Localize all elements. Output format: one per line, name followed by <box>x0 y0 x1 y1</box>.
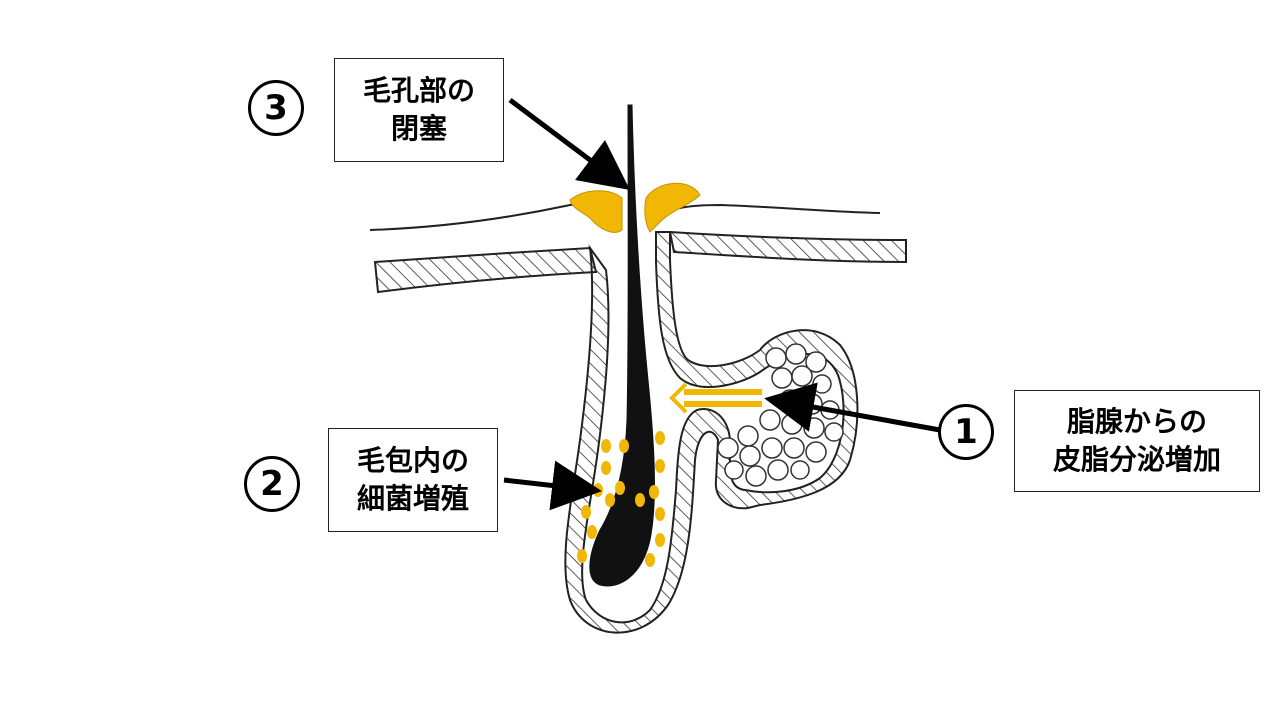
label-line: 毛孔部の <box>362 74 475 107</box>
label-line: 閉塞 <box>390 112 447 145</box>
label-line: 毛包内の <box>356 444 469 477</box>
arrow-icon <box>503 460 602 511</box>
follicle-wall <box>564 231 859 634</box>
arrow-icon <box>764 382 941 433</box>
arrow-icon <box>508 98 630 190</box>
step-number-text: 1 <box>954 412 978 452</box>
pore-plug-right <box>644 182 701 233</box>
step-number-3: 3 <box>248 80 304 136</box>
label-line: 脂腺からの <box>1066 405 1207 438</box>
label-line: 細菌増殖 <box>356 482 469 515</box>
bacteria-dot-icon <box>577 431 665 567</box>
sebum-flow-arrow <box>669 382 762 414</box>
step-number-text: 2 <box>260 464 284 504</box>
label-line: 皮脂分泌増加 <box>1052 443 1221 476</box>
label-sebum-increase: 脂腺からの 皮脂分泌増加 <box>1014 390 1260 492</box>
pore-plug-left <box>569 190 623 233</box>
step-number-text: 3 <box>264 88 288 128</box>
skin-surface-right <box>654 203 881 221</box>
skin-layer-right <box>668 230 907 264</box>
label-pore-closure: 毛孔部の 閉塞 <box>334 58 504 162</box>
step-number-2: 2 <box>244 456 300 512</box>
label-bacteria-growth: 毛包内の 細菌増殖 <box>328 428 498 532</box>
step-number-1: 1 <box>938 404 994 460</box>
hair-icon <box>589 104 655 587</box>
skin-layer-left <box>373 246 598 294</box>
